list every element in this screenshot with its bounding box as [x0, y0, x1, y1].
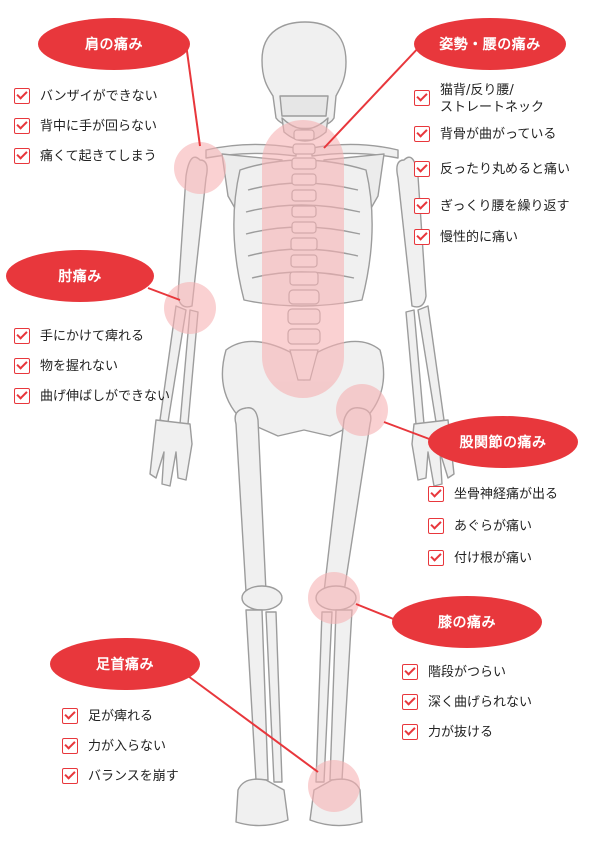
- list-item-label: 階段がつらい: [428, 665, 507, 680]
- list-item: 背中に手が回らない: [14, 118, 158, 135]
- left-femur: [234, 407, 267, 593]
- list-item-label: 物を握れない: [40, 359, 119, 374]
- list-item-label: 猫背/反り腰/ ストレートネック: [440, 83, 545, 115]
- check-icon: [14, 388, 30, 404]
- list-item-label: 深く曲げられない: [428, 695, 533, 710]
- list-item: 階段がつらい: [402, 664, 532, 681]
- list-item: ぎっくり腰を繰り返す: [414, 198, 570, 215]
- list-item-label: 反ったり丸めると痛い: [440, 162, 571, 177]
- back-checklist: 猫背/反り腰/ ストレートネック 背骨が曲がっている 反ったり丸めると痛い ぎっ…: [414, 82, 570, 246]
- check-icon: [402, 664, 418, 680]
- list-item-label: 手にかけて痺れる: [40, 329, 145, 344]
- list-item: 反ったり丸めると痛い: [414, 161, 570, 178]
- list-item-label: 力が抜ける: [428, 725, 494, 740]
- list-item: 深く曲げられない: [402, 694, 532, 711]
- list-item: 背骨が曲がっている: [414, 126, 570, 143]
- shoulder-checklist: バンザイができない 背中に手が回らない 痛くて起きてしまう: [14, 88, 158, 165]
- hip-pain-title: 股関節の痛み: [428, 416, 578, 468]
- list-item-label: 慢性的に痛い: [440, 230, 519, 245]
- spine-highlight: [262, 120, 344, 398]
- list-item: 付け根が痛い: [428, 550, 558, 567]
- check-icon: [428, 550, 444, 566]
- list-item: 慢性的に痛い: [414, 229, 570, 246]
- ankle-checklist: 足が痺れる 力が入らない バランスを崩す: [62, 708, 179, 785]
- check-icon: [62, 708, 78, 724]
- list-item: 曲げ伸ばしができない: [14, 388, 170, 405]
- list-item: バンザイができない: [14, 88, 158, 105]
- elbow-checklist: 手にかけて痺れる 物を握れない 曲げ伸ばしができない: [14, 328, 170, 405]
- list-item-label: 付け根が痛い: [454, 551, 533, 566]
- check-icon: [14, 118, 30, 134]
- check-icon: [428, 518, 444, 534]
- list-item-label: 曲げ伸ばしができない: [40, 389, 171, 404]
- list-item-label: バンザイができない: [40, 89, 158, 104]
- list-item-label: 痛くて起きてしまう: [40, 149, 157, 164]
- ankle-pain-title: 足首痛み: [50, 638, 200, 690]
- check-icon: [402, 694, 418, 710]
- list-item: 猫背/反り腰/ ストレートネック: [414, 82, 570, 116]
- elbow-pain-title: 肘痛み: [6, 250, 154, 302]
- list-item-label: 坐骨神経痛が出る: [454, 487, 559, 502]
- list-item: バランスを崩す: [62, 768, 179, 785]
- list-item-label: あぐらが痛い: [454, 519, 533, 534]
- check-icon: [414, 161, 430, 177]
- check-icon: [414, 198, 430, 214]
- knee-checklist: 階段がつらい 深く曲げられない 力が抜ける: [402, 664, 532, 741]
- check-icon: [62, 738, 78, 754]
- right-humerus: [396, 156, 427, 308]
- hip-checklist: 坐骨神経痛が出る あぐらが痛い 付け根が痛い: [428, 486, 558, 567]
- check-icon: [414, 90, 430, 106]
- list-item: 力が入らない: [62, 738, 179, 755]
- list-item: 力が抜ける: [402, 724, 532, 741]
- list-item: 足が痺れる: [62, 708, 179, 725]
- knee-pain-title: 膝の痛み: [392, 596, 542, 648]
- check-icon: [402, 724, 418, 740]
- list-item-label: 背骨が曲がっている: [440, 127, 557, 142]
- list-item: 坐骨神経痛が出る: [428, 486, 558, 503]
- shoulder-pain-title: 肩の痛み: [38, 18, 190, 70]
- list-item-label: 背中に手が回らない: [40, 119, 158, 134]
- back-pain-title: 姿勢・腰の痛み: [414, 18, 566, 70]
- list-item-label: 力が入らない: [88, 739, 167, 754]
- check-icon: [14, 88, 30, 104]
- check-icon: [14, 148, 30, 164]
- list-item-label: 足が痺れる: [88, 709, 154, 724]
- list-item-label: ぎっくり腰を繰り返す: [440, 199, 570, 214]
- list-item-label: バランスを崩す: [88, 769, 179, 784]
- list-item: 痛くて起きてしまう: [14, 148, 158, 165]
- list-item: あぐらが痛い: [428, 518, 558, 535]
- check-icon: [62, 768, 78, 784]
- list-item: 物を握れない: [14, 358, 170, 375]
- check-icon: [14, 358, 30, 374]
- check-icon: [414, 229, 430, 245]
- check-icon: [428, 486, 444, 502]
- check-icon: [14, 328, 30, 344]
- check-icon: [414, 126, 430, 142]
- list-item: 手にかけて痺れる: [14, 328, 170, 345]
